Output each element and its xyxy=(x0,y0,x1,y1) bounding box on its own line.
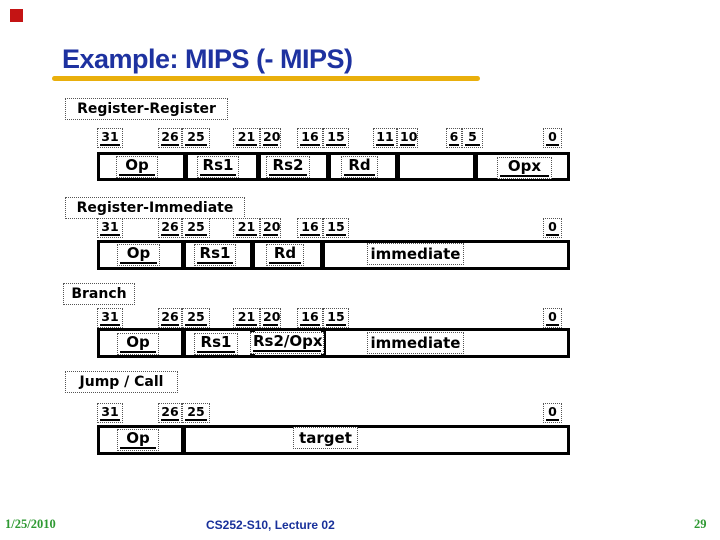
footer-date: 1/25/2010 xyxy=(5,517,56,531)
bit-number-branch-0: 0 xyxy=(543,308,562,328)
field-label-register-immediate-op: Op xyxy=(117,244,160,266)
bit-number-branch-20: 20 xyxy=(260,308,281,328)
bit-number-register-register-11: 11 xyxy=(373,128,397,148)
red-marker xyxy=(10,9,23,22)
bit-number-register-register-26: 26 xyxy=(158,128,182,148)
section-header-branch: Branch xyxy=(63,283,135,305)
bit-number-register-immediate-31: 31 xyxy=(97,218,123,238)
field-divider xyxy=(320,243,325,267)
field-divider xyxy=(256,155,261,178)
field-label-register-register-rs1: Rs1 xyxy=(197,156,239,178)
field-label-branch-op: Op xyxy=(117,333,159,355)
bit-number-register-register-6: 6 xyxy=(446,128,462,148)
bit-number-register-register-10: 10 xyxy=(397,128,418,148)
section-header-register-register: Register-Register xyxy=(65,98,228,120)
footer-page-number: 29 xyxy=(694,517,707,531)
field-label-branch-rs1: Rs1 xyxy=(194,333,238,355)
bit-number-branch-15: 15 xyxy=(323,308,349,328)
bit-number-register-register-15: 15 xyxy=(323,128,349,148)
section-header-jump-call: Jump / Call xyxy=(65,371,178,393)
field-divider xyxy=(395,155,400,178)
field-divider xyxy=(183,155,188,178)
bit-number-branch-31: 31 xyxy=(97,308,123,328)
field-label-register-register-rs2: Rs2 xyxy=(266,156,310,178)
bit-number-branch-26: 26 xyxy=(158,308,182,328)
bit-number-register-register-0: 0 xyxy=(543,128,562,148)
field-label-register-register-rd: Rd xyxy=(341,156,378,178)
field-label-register-immediate-rd: Rd xyxy=(266,244,304,266)
field-divider xyxy=(181,331,186,355)
slide-title: Example: MIPS (- MIPS) xyxy=(62,44,353,74)
field-divider xyxy=(181,428,186,452)
field-label-register-register-opx: Opx xyxy=(497,157,552,179)
field-label-register-immediate-immediate: immediate xyxy=(367,243,464,265)
bit-number-branch-25: 25 xyxy=(182,308,210,328)
field-divider xyxy=(250,243,255,267)
bit-number-register-immediate-25: 25 xyxy=(182,218,210,238)
field-row-register-register xyxy=(97,152,570,181)
bit-number-branch-21: 21 xyxy=(233,308,260,328)
field-divider xyxy=(473,155,478,178)
field-label-branch-rs2-opx: Rs2/Opx xyxy=(250,332,324,354)
title-underline-bar xyxy=(52,76,480,81)
bit-number-register-immediate-20: 20 xyxy=(260,218,281,238)
bit-number-jump-call-0: 0 xyxy=(543,403,562,423)
field-divider xyxy=(181,243,186,267)
bit-number-register-register-5: 5 xyxy=(462,128,483,148)
field-divider xyxy=(326,155,331,178)
field-label-jump-call-target: target xyxy=(293,427,358,449)
bit-number-branch-16: 16 xyxy=(297,308,323,328)
bit-number-register-register-16: 16 xyxy=(297,128,323,148)
bit-number-register-immediate-21: 21 xyxy=(233,218,260,238)
bit-number-register-immediate-26: 26 xyxy=(158,218,182,238)
section-header-register-immediate: Register-Immediate xyxy=(65,197,245,219)
field-row-register-immediate xyxy=(97,240,570,270)
bit-number-register-immediate-16: 16 xyxy=(297,218,323,238)
footer-course: CS252-S10, Lecture 02 xyxy=(206,518,335,532)
bit-number-jump-call-31: 31 xyxy=(97,403,123,423)
bit-number-register-immediate-0: 0 xyxy=(543,218,562,238)
bit-number-register-register-21: 21 xyxy=(233,128,260,148)
bit-number-register-register-25: 25 xyxy=(182,128,210,148)
bit-number-jump-call-26: 26 xyxy=(158,403,182,423)
field-label-jump-call-op: Op xyxy=(117,429,159,451)
field-row-branch xyxy=(97,328,570,358)
bit-number-register-register-20: 20 xyxy=(260,128,281,148)
field-label-branch-immediate: immediate xyxy=(367,332,464,354)
bit-number-register-immediate-15: 15 xyxy=(323,218,349,238)
field-label-register-register-op: Op xyxy=(116,156,158,178)
field-label-register-immediate-rs1: Rs1 xyxy=(194,244,236,266)
bit-number-jump-call-25: 25 xyxy=(182,403,210,423)
bit-number-register-register-31: 31 xyxy=(97,128,123,148)
